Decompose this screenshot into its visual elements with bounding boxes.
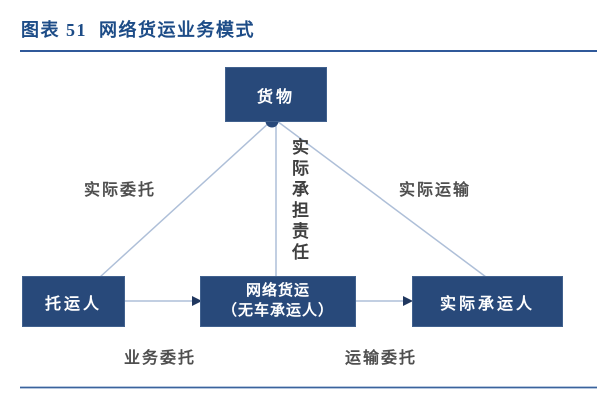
edge-label-actual-entrustment: 实际委托	[84, 182, 157, 199]
title-underline	[20, 50, 597, 52]
node-shipper-label: 托运人	[44, 295, 102, 313]
node-actual-carrier-label: 实际承运人	[439, 295, 535, 313]
node-network-freight-line1: 网络货运	[245, 283, 310, 299]
edge-goods-shipper	[99, 120, 272, 278]
node-goods-label: 货物	[256, 88, 295, 106]
edge-label-actual-transport: 实际运输	[399, 182, 472, 199]
node-network-freight: 网络货运 （无车承运人）	[200, 276, 356, 327]
node-network-freight-line2: （无车承运人）	[221, 302, 334, 319]
node-shipper: 托运人	[22, 276, 125, 327]
arrowhead-right-icon	[192, 296, 202, 306]
edge-goods-carrier	[276, 120, 487, 278]
edge-label-actual-responsibility: 实际承担责任	[289, 138, 308, 264]
figure-title: 图表 51 网络货运业务模式	[21, 20, 255, 40]
node-goods: 货物	[225, 67, 327, 122]
arrowhead-right-icon	[403, 296, 413, 306]
node-actual-carrier: 实际承运人	[412, 276, 563, 327]
edge-label-business-entrustment: 业务委托	[124, 350, 197, 367]
edge-label-transport-entrustment: 运输委托	[345, 350, 418, 367]
bottom-rule	[20, 386, 597, 389]
